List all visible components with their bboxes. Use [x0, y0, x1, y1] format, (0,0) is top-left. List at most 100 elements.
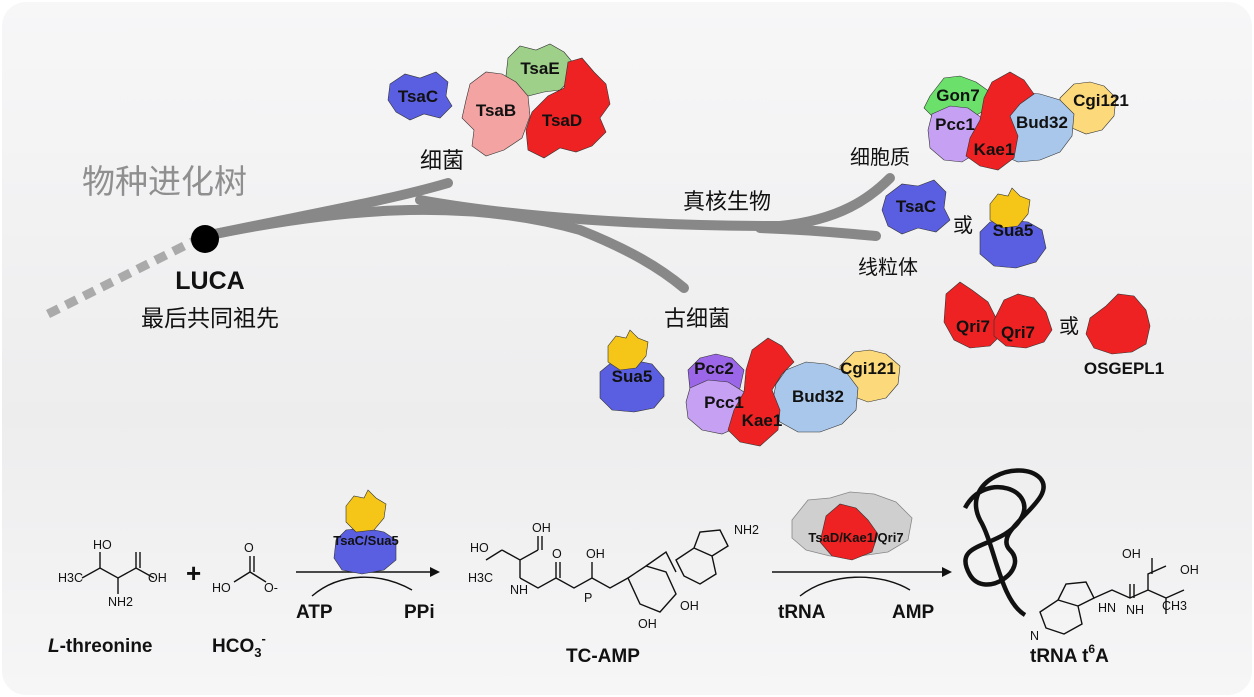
protein-mito-tsac [881, 179, 951, 235]
label-archaea-pcc1: Pcc1 [704, 393, 744, 412]
threonine-name: -threonine [60, 636, 153, 657]
label-cytoplasm: 细胞质 [850, 145, 910, 169]
bicarbonate-sub: 3 [254, 645, 261, 660]
or-label-qri7: 或 [1059, 314, 1079, 338]
atom-oh-ribose-1: OH [638, 617, 657, 631]
evolution-tree [45, 173, 895, 319]
tcamp-threonyl [485, 536, 543, 578]
enzyme2-red [819, 503, 879, 561]
label-bud32: Bud32 [1016, 113, 1068, 132]
label-tcamp: TC-AMP [566, 646, 640, 667]
atom-oh-1: OH [148, 571, 167, 585]
enzyme1-top [345, 489, 387, 533]
threonine-co-bond [135, 552, 141, 568]
atom-p-tc: P [584, 591, 592, 605]
atom-oh-product-1: OH [1122, 547, 1141, 561]
label-tsae: TsaE [520, 59, 559, 78]
tcamp-adenine [675, 529, 729, 585]
enzyme2-label: TsaD/Kae1/Qri7 [808, 530, 903, 545]
tree-branch-eukaryotes [415, 173, 895, 232]
label-bacteria: 细菌 [420, 149, 464, 174]
trna-squiggle [963, 468, 1046, 617]
label-pcc1: Pcc1 [935, 115, 975, 134]
atom-nh2-tc: NH2 [734, 523, 759, 537]
tree-branch-mitochondria [755, 223, 881, 241]
complex-bacteria: TsaC TsaE TsaB TsaD [387, 43, 611, 159]
threonine-prefix: L [48, 636, 60, 657]
product-threonyl-chain [1093, 558, 1185, 614]
label-osgepl1: OSGEPL1 [1084, 359, 1164, 378]
protein-archaea-sua5-top [607, 329, 649, 371]
label-gon7: Gon7 [936, 86, 979, 105]
atom-nh2-1: NH2 [108, 595, 133, 609]
tree-ancestral-dashed [45, 235, 199, 319]
product-atoms: N OH OH HN NH CH3 [1030, 547, 1199, 643]
arrow-2-curl [799, 576, 911, 597]
atom-oh-tc: OH [532, 521, 551, 535]
plus-sign: + [186, 558, 201, 588]
tcamp-atoms: HO OH H3C NH O OH P OH OH NH2 [468, 521, 759, 631]
atom-nh-product: NH [1126, 603, 1144, 617]
atom-oh-p: OH [586, 547, 605, 561]
label-qri7-b: Qri7 [1001, 323, 1035, 342]
label-trna: tRNA [778, 602, 826, 623]
complex-cytoplasm: Gon7 Cgi121 Pcc1 Bud32 Kae1 [923, 71, 1129, 171]
label-mito-tsac: TsaC [896, 197, 936, 216]
label-threonine: L-threonine [48, 636, 153, 657]
label-kae1: Kae1 [974, 140, 1015, 159]
atom-o-bicarb: O [244, 541, 254, 555]
atom-oh-ribose-2: OH [680, 599, 699, 613]
protein-mito-sua5-top [989, 187, 1031, 229]
label-tsac: TsaC [398, 87, 438, 106]
label-mitochondria: 线粒体 [858, 255, 918, 279]
protein-tsac [387, 71, 453, 121]
atom-h3c-tc: H3C [468, 571, 493, 585]
label-ppi: PPi [404, 602, 435, 623]
label-archaea-kae1: Kae1 [742, 411, 783, 430]
label-cgi121: Cgi121 [1073, 91, 1129, 110]
protein-osgepl1 [1085, 293, 1151, 355]
label-archaea-cgi121: Cgi121 [840, 359, 896, 378]
threonine-atoms: HO H3C OH NH2 [58, 538, 167, 609]
bicarbonate-sup: - [261, 631, 265, 646]
protein-tsad [525, 57, 611, 159]
atom-ominus-bicarb: O- [264, 581, 278, 595]
product-adenine [1039, 581, 1095, 635]
label-archaea: 古细菌 [664, 307, 730, 332]
product-sup: 6 [1088, 642, 1095, 656]
atom-ho-tc: HO [470, 541, 489, 555]
luca-description: 最后共同祖先 [141, 306, 279, 332]
tcamp-ribose [627, 550, 677, 613]
label-eukaryotes: 真核生物 [683, 190, 771, 215]
tree-title: 物种进化树 [82, 162, 247, 201]
label-pcc2: Pcc2 [694, 359, 734, 378]
atom-o-tc: O [552, 547, 562, 561]
label-tsab: TsaB [476, 101, 516, 120]
protein-archaea-kae1 [727, 337, 795, 447]
label-bicarbonate: HCO3- [212, 631, 266, 660]
complex-mitochondria: TsaC Sua5 Qri7 Qri7 OSGEPL1 [881, 179, 1164, 378]
atom-ho-1: HO [93, 538, 112, 552]
atom-n-product: N [1030, 629, 1039, 643]
complex-archaea: Sua5 Pcc2 Cgi121 Pcc1 Bud32 Kae1 [599, 329, 901, 447]
atom-hn-product: HN [1098, 601, 1116, 615]
enzyme1-label: TsaC/Sua5 [333, 533, 399, 548]
atom-oh-product-2: OH [1180, 563, 1199, 577]
enzyme-icon-tsac-sua5 [333, 489, 397, 575]
protein-kae1 [965, 71, 1035, 171]
label-archaea-sua5: Sua5 [612, 367, 653, 386]
atom-nh-tc: NH [510, 583, 528, 597]
label-qri7-a: Qri7 [956, 317, 990, 336]
arrow-1-curl [311, 576, 413, 597]
arrow-1-head [430, 567, 440, 577]
bicarbonate-bonds [233, 556, 267, 583]
atom-h3c-1: H3C [58, 571, 83, 585]
arrow-2-head [942, 567, 952, 577]
label-mito-sua5: Sua5 [993, 221, 1034, 240]
label-archaea-bud32: Bud32 [792, 387, 844, 406]
bicarbonate-atoms: O HO O- [212, 541, 278, 595]
atom-ho-bicarb: HO [212, 581, 231, 595]
reaction-scheme [81, 468, 1185, 635]
product-main: tRNA t [1030, 646, 1089, 667]
